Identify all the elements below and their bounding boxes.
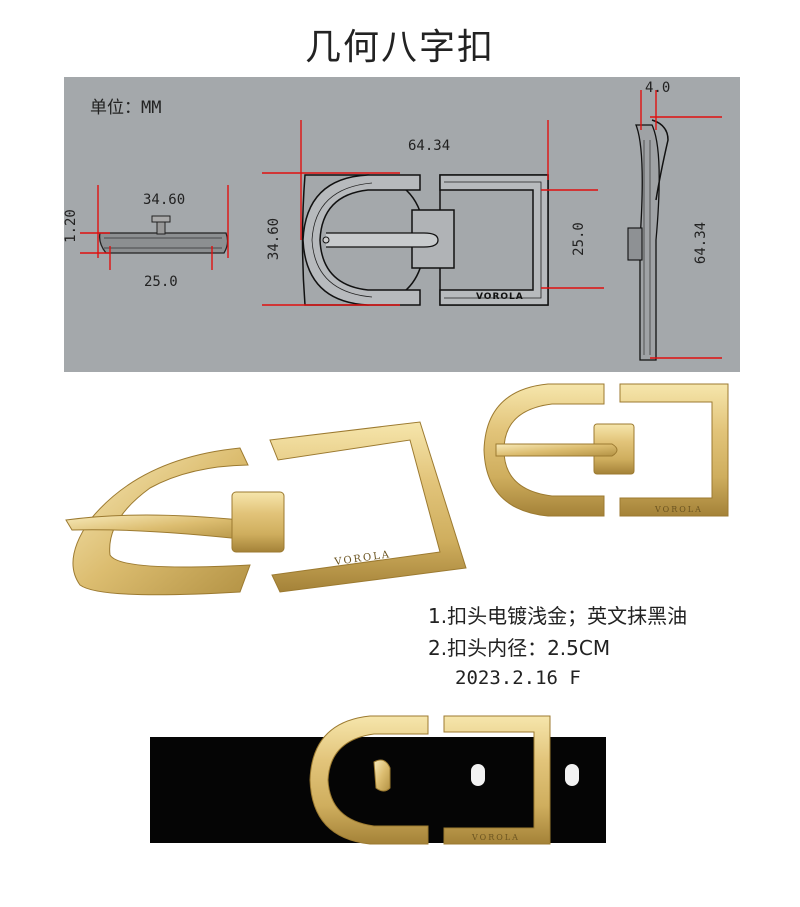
render-engraving-2: VOROLA	[654, 505, 703, 514]
technical-drawing-panel	[64, 77, 740, 372]
front-view: VOROLA	[262, 120, 604, 306]
strap-with-buckle: VOROLA	[150, 715, 606, 845]
note-inner-diameter: 2.扣头内径：2.5CM	[428, 636, 611, 660]
dim-side-inner: 25.0	[144, 274, 178, 290]
drawing-engraving: VOROLA	[476, 292, 524, 302]
buckle-render-flat: VOROLA	[483, 383, 729, 517]
black-strap	[150, 737, 606, 843]
unit-label: 单位：MM	[90, 98, 162, 118]
dim-front-width: 64.34	[408, 138, 451, 154]
dim-side-width: 34.60	[143, 192, 186, 208]
strap-hole-2	[565, 764, 579, 786]
buckle-render-perspective: VOROLA	[65, 421, 467, 596]
profile-view	[627, 90, 722, 361]
render-engraving-3: VOROLA	[471, 833, 520, 842]
note-plating: 1.扣头电镀浅金；英文抹黑油	[428, 604, 688, 628]
side-view	[80, 185, 229, 270]
strap-hole-1	[471, 764, 485, 786]
dim-profile-thickness: 4.0	[645, 80, 671, 96]
date-label: 2023.2.16 F	[455, 667, 581, 689]
page-title: 几何八字扣	[304, 27, 495, 68]
